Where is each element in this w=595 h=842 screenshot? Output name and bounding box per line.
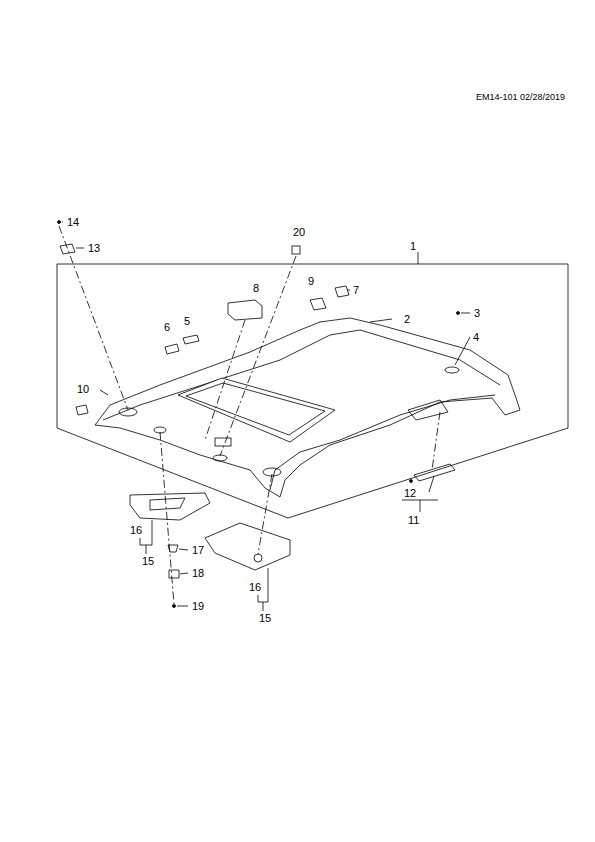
leader-line [418, 252, 419, 264]
callout-number: 10 [76, 383, 90, 395]
clip [60, 244, 75, 254]
lamp-opening [215, 438, 231, 446]
sunroof-opening [186, 383, 325, 435]
bracket [140, 520, 268, 611]
callout-number: 2 [403, 313, 411, 325]
vanity-mirror [150, 498, 185, 510]
callout-number: 3 [473, 307, 481, 319]
visor-clip-base [169, 570, 179, 578]
drawing-reference: EM14-101 02/28/2019 [475, 91, 566, 103]
pad [310, 298, 326, 310]
sun-visor [130, 493, 210, 520]
screw [410, 480, 413, 483]
callout-number: 15 [141, 555, 155, 567]
pad [292, 246, 300, 254]
callout-number: 9 [307, 275, 315, 287]
centre-lines [59, 226, 440, 604]
assembly-frame [57, 264, 568, 518]
callout-number: 17 [191, 544, 205, 556]
callout-number: 15 [258, 612, 272, 624]
callout-number: 16 [129, 524, 143, 536]
pad [165, 344, 179, 354]
callout-number: 20 [292, 226, 306, 238]
callout-number: 16 [248, 581, 262, 593]
callout-number: 19 [191, 600, 205, 612]
leader-lines [62, 222, 470, 606]
callout-number: 12 [403, 487, 417, 499]
callout-number: 11 [407, 514, 420, 526]
callout-number: 1 [409, 240, 417, 252]
screw [58, 221, 61, 224]
sunroof-opening [178, 378, 335, 442]
grab-handle [414, 464, 455, 481]
pad [335, 286, 349, 297]
callout-number: 4 [472, 331, 480, 343]
callout-number: 7 [352, 284, 360, 296]
grab-handle-mount [445, 367, 459, 373]
callout-number: 13 [87, 242, 101, 254]
visor-pivot [254, 554, 262, 562]
headliner [95, 318, 520, 497]
callout-number: 14 [66, 216, 80, 228]
pad [183, 335, 199, 344]
screw [457, 312, 460, 315]
callout-number: 5 [183, 315, 191, 327]
pad [76, 405, 88, 415]
grab-handle-mount [408, 400, 448, 420]
callout-number: 8 [252, 282, 260, 294]
screw [173, 605, 176, 608]
pad [228, 300, 262, 320]
sun-visor [205, 523, 290, 570]
callout-number: 6 [163, 321, 171, 333]
callout-number: 18 [191, 567, 205, 579]
